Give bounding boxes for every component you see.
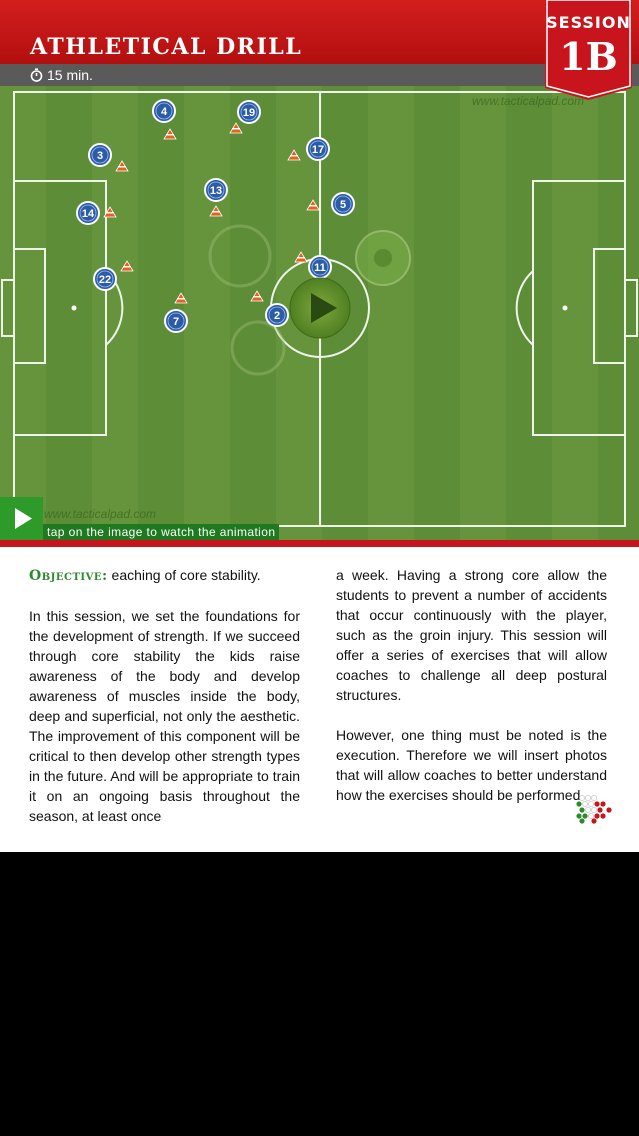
stopwatch-icon	[30, 68, 43, 82]
page-title: ATHLETICAL DRILL	[30, 34, 303, 60]
player-number: 2	[274, 310, 280, 322]
duration-text: 15 min.	[47, 67, 93, 83]
training-cone	[163, 128, 177, 140]
player-marker: 19	[237, 100, 261, 124]
player-number: 22	[99, 274, 111, 286]
player-marker: 13	[204, 178, 228, 202]
player-number: 13	[210, 185, 222, 197]
training-cone	[103, 206, 117, 218]
player-number: 14	[82, 208, 95, 220]
pitch-watermark: www.tacticalpad.com	[472, 94, 584, 108]
training-cone	[120, 260, 134, 272]
training-cone	[250, 290, 264, 302]
player-marker: 3	[88, 143, 112, 167]
play-icon	[15, 508, 32, 529]
objective-label: Objective:	[29, 568, 108, 584]
player-number: 19	[243, 107, 255, 119]
tactical-pitch-image[interactable]: www.tacticalpad.com www.tacticalpad.com …	[0, 86, 639, 540]
player-marker: 2	[265, 303, 289, 327]
player-marker: 5	[331, 192, 355, 216]
center-play-button[interactable]	[289, 277, 351, 339]
training-cone	[287, 149, 301, 161]
objective-text: eaching of core stability.	[107, 567, 261, 583]
player-number: 7	[173, 316, 179, 328]
left-paragraph: In this session, we set the foundations …	[29, 608, 300, 824]
player-marker: 22	[93, 267, 117, 291]
player-number: 3	[97, 150, 103, 162]
training-cone	[306, 199, 320, 211]
training-cone	[209, 205, 223, 217]
animation-hint: tap on the image to watch the animation	[43, 524, 280, 540]
player-marker: 17	[306, 137, 330, 161]
play-animation-button[interactable]	[0, 497, 43, 540]
player-marker: 4	[152, 99, 176, 123]
right-paragraph-2: However, one thing must be noted is the …	[336, 727, 607, 803]
session-description: Objective: eaching of core stability. In…	[0, 547, 639, 852]
training-cone	[229, 122, 243, 134]
brand-dots-logo-icon	[576, 795, 612, 824]
player-number: 5	[340, 199, 346, 211]
training-cone	[294, 251, 308, 263]
duration-bar	[0, 64, 639, 86]
right-paragraph-1: a week. Having a strong core allow the s…	[336, 567, 607, 703]
divider-line	[0, 540, 639, 547]
session-label: SESSION	[546, 13, 631, 32]
pitch-watermark-bottom: www.tacticalpad.com	[44, 507, 156, 521]
text-column-right: a week. Having a strong core allow the s…	[336, 565, 607, 805]
duration: 15 min.	[30, 67, 93, 83]
player-marker: 14	[76, 201, 100, 225]
session-badge: SESSION 1B	[545, 0, 632, 100]
player-number: 4	[161, 106, 168, 118]
player-number: 17	[312, 144, 324, 156]
play-icon	[311, 293, 337, 323]
player-marker: 7	[164, 309, 188, 333]
training-cone	[115, 160, 129, 172]
header-bar	[0, 0, 639, 64]
player-number: 11	[314, 262, 326, 274]
training-cone	[174, 292, 188, 304]
player-marker: 11	[308, 255, 332, 279]
ball-watermark-icon	[208, 224, 411, 376]
text-column-left: Objective: eaching of core stability. In…	[29, 565, 300, 826]
session-code: 1B	[559, 34, 618, 79]
